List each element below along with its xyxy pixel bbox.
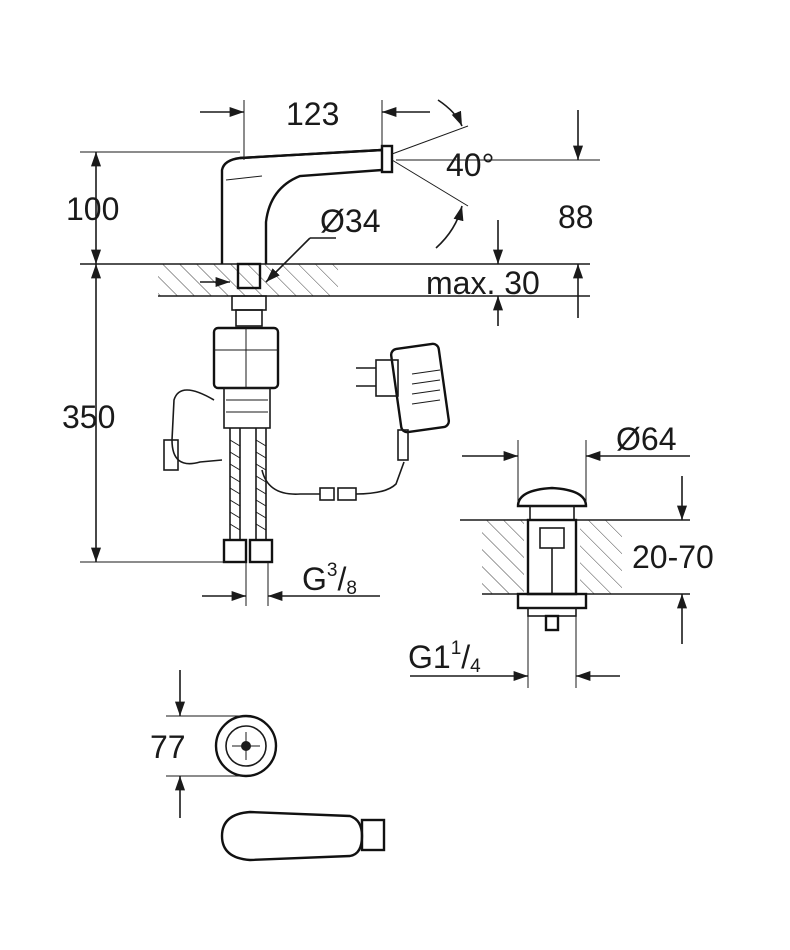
power-adapter bbox=[356, 342, 451, 461]
waste-thread-label: G11/4 bbox=[408, 638, 481, 677]
sensor-top-view bbox=[214, 714, 278, 778]
supply-thread-label: G3/8 bbox=[302, 560, 357, 599]
spout-reach-label: 123 bbox=[286, 96, 339, 132]
waste-diameter-label: Ø64 bbox=[616, 421, 676, 457]
under-deck-assembly bbox=[163, 295, 405, 564]
below-deck-label: 350 bbox=[62, 399, 115, 435]
spout-height-label: 100 bbox=[66, 191, 119, 227]
body-diameter-label: Ø34 bbox=[320, 203, 380, 239]
max-thickness-label: max. 30 bbox=[426, 265, 540, 301]
dimension-labels: 123 40° 100 88 Ø34 max. 30 350 Ø64 20-70… bbox=[62, 96, 714, 765]
sensor-side-view bbox=[220, 810, 386, 862]
swivel-angle-label: 40° bbox=[446, 147, 494, 183]
dimension-lines bbox=[80, 99, 690, 818]
right-height-label: 88 bbox=[558, 199, 594, 235]
waste-assembly bbox=[460, 486, 690, 632]
deck-section bbox=[80, 263, 590, 297]
faucet-body bbox=[220, 144, 394, 290]
waste-range-label: 20-70 bbox=[632, 539, 714, 575]
sensor-dim-label: 77 bbox=[150, 729, 186, 765]
